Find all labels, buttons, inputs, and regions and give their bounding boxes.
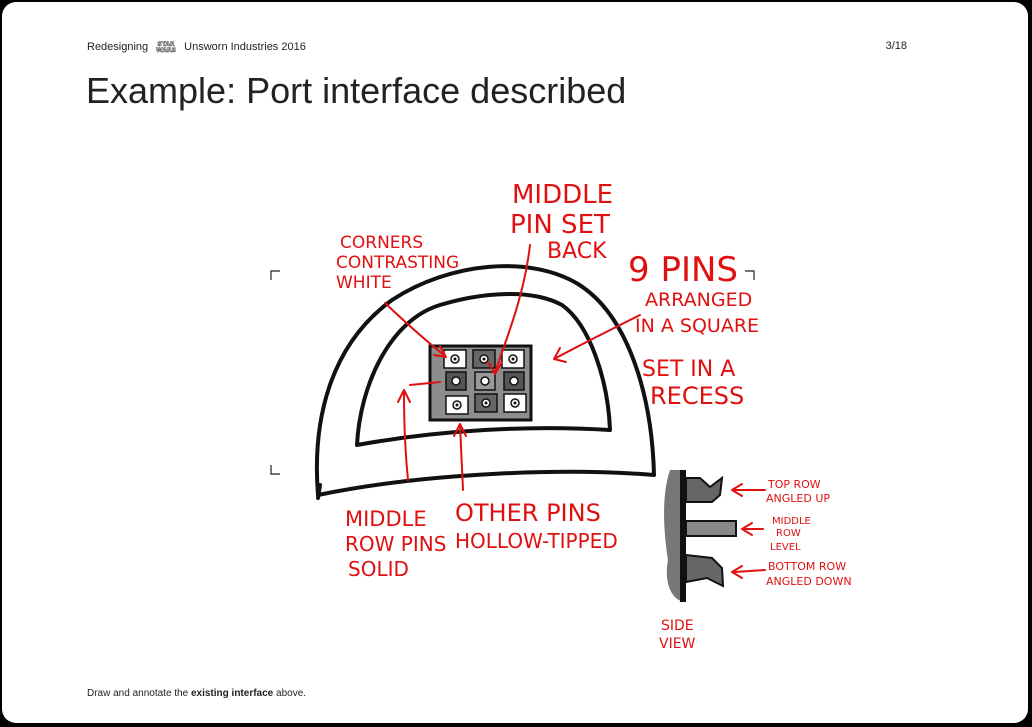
annotation-middle-row-level: MIDDLE ROW LEVEL <box>770 516 811 553</box>
header-left: Redesigning STAR WARS Unsworn Industries… <box>87 40 306 54</box>
annotation-set-in-recess: SET IN A RECESS <box>642 357 744 410</box>
slide-title: Example: Port interface described <box>86 70 627 111</box>
note-line: 9 PINS <box>628 250 738 290</box>
svg-text:WARS: WARS <box>156 47 176 53</box>
slide-header: Redesigning STAR WARS Unsworn Industries… <box>87 40 907 58</box>
caption-prefix: Draw and annotate the <box>87 688 191 699</box>
annotation-nine-pins: 9 PINS <box>628 250 738 290</box>
annotation-bottom-row: BOTTOM ROW ANGLED DOWN <box>766 560 852 588</box>
note-line: TOP ROW <box>767 478 821 491</box>
note-line: WHITE <box>336 273 392 293</box>
note-line: LEVEL <box>770 542 801 553</box>
annotation-middle-row-pins: MIDDLE ROW PINS SOLID <box>345 507 446 581</box>
port-housing <box>314 264 656 500</box>
crop-marks <box>270 270 755 475</box>
note-line: ROW PINS <box>345 532 446 556</box>
note-line: SET IN A <box>642 357 735 382</box>
caption-suffix: above. <box>273 688 307 699</box>
note-line: ROW <box>776 528 801 539</box>
star-wars-logo: STAR WARS <box>156 41 176 53</box>
note-line: PIN SET <box>510 210 610 240</box>
note-line: IN A SQUARE <box>635 315 759 337</box>
note-line: SOLID <box>348 557 409 581</box>
note-line: CORNERS <box>340 233 423 253</box>
pins <box>443 349 527 415</box>
header-company: Unsworn Industries 2016 <box>184 40 306 53</box>
annotation-corners-contrasting: CORNERS CONTRASTING WHITE <box>336 233 459 293</box>
note-line: BACK <box>547 239 607 264</box>
note-line: VIEW <box>659 636 696 652</box>
note-line: RECESS <box>650 382 744 410</box>
note-line: ANGLED DOWN <box>766 575 852 588</box>
annotation-arrows <box>384 244 766 579</box>
svg-text:STAR: STAR <box>158 41 176 48</box>
annotation-side-view: SIDE VIEW <box>659 618 696 652</box>
note-line: HOLLOW-TIPPED <box>455 529 618 553</box>
side-view-drawing <box>664 470 737 602</box>
note-line: MIDDLE <box>512 180 613 210</box>
annotation-other-pins: OTHER PINS HOLLOW-TIPPED <box>455 499 618 553</box>
page-number: 3/18 <box>885 40 907 52</box>
slide-caption: Draw and annotate the existing interface… <box>87 688 306 699</box>
annotation-arranged-square: ARRANGED IN A SQUARE <box>635 289 759 337</box>
note-line: BOTTOM ROW <box>768 560 846 573</box>
annotation-middle-pin-set-back: MIDDLE PIN SET BACK <box>510 180 613 264</box>
header-prefix: Redesigning <box>87 40 149 53</box>
caption-bold: existing interface <box>190 688 274 699</box>
note-line: ANGLED UP <box>766 492 830 505</box>
annotation-top-row: TOP ROW ANGLED UP <box>766 478 830 505</box>
note-line: MIDDLE <box>772 516 811 527</box>
note-line: SIDE <box>661 618 694 634</box>
note-line: OTHER PINS <box>455 499 601 527</box>
note-line: ARRANGED <box>645 289 752 311</box>
note-line: CONTRASTING <box>336 253 459 273</box>
note-line: MIDDLE <box>345 507 427 531</box>
